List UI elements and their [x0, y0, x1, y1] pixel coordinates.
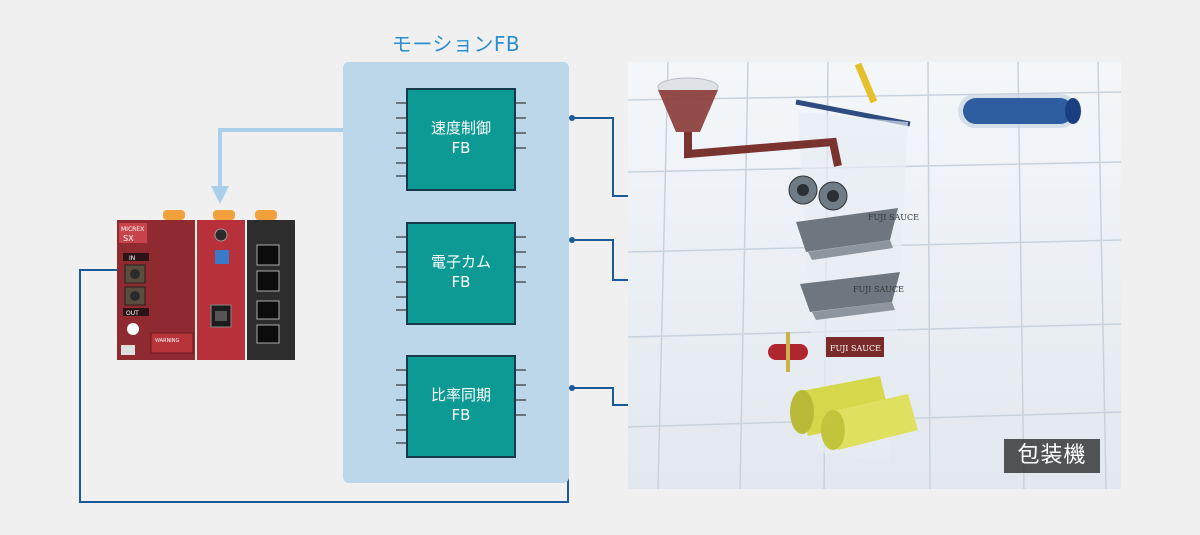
- connector-dot-ratio: [569, 385, 575, 391]
- feedback-arrow-head: [211, 186, 229, 204]
- plc-warning: WARNING: [155, 338, 180, 344]
- fb-cam-name: 電子カム: [430, 253, 491, 271]
- plc-model: SX: [123, 234, 134, 243]
- fb-ratio-sync: 比率同期 FB: [406, 355, 516, 458]
- fb-speed-control: 速度制御 FB: [406, 88, 516, 191]
- fb-electronic-cam: 電子カム FB: [406, 222, 516, 325]
- fb-speed-sub: FB: [451, 139, 471, 157]
- connector-dot-cam: [569, 237, 575, 243]
- feedback-arrow-line: [218, 128, 343, 188]
- panel-title: モーションFB: [391, 32, 521, 56]
- plc-brand: MICREX: [121, 226, 144, 233]
- product-label-mid: FUJI SAUCE: [853, 285, 904, 294]
- machine-label: 包装機: [1004, 439, 1100, 473]
- plc-controller-image: MICREX SX IN OUT WARNING: [117, 210, 295, 360]
- fb-cam-sub: FB: [451, 273, 471, 291]
- packaging-machine-scene: FUJI SAUCE FUJI SAUCE FUJI SAUCE: [628, 62, 1121, 489]
- product-label-top: FUJI SAUCE: [868, 213, 919, 222]
- fb-speed-name: 速度制御: [430, 119, 491, 137]
- product-label-bottom: FUJI SAUCE: [830, 344, 881, 353]
- plc-in: IN: [129, 255, 135, 262]
- connector-dot-speed: [569, 115, 575, 121]
- fb-ratio-name: 比率同期: [430, 386, 491, 404]
- fb-ratio-sub: FB: [451, 406, 471, 424]
- plc-out: OUT: [126, 310, 139, 317]
